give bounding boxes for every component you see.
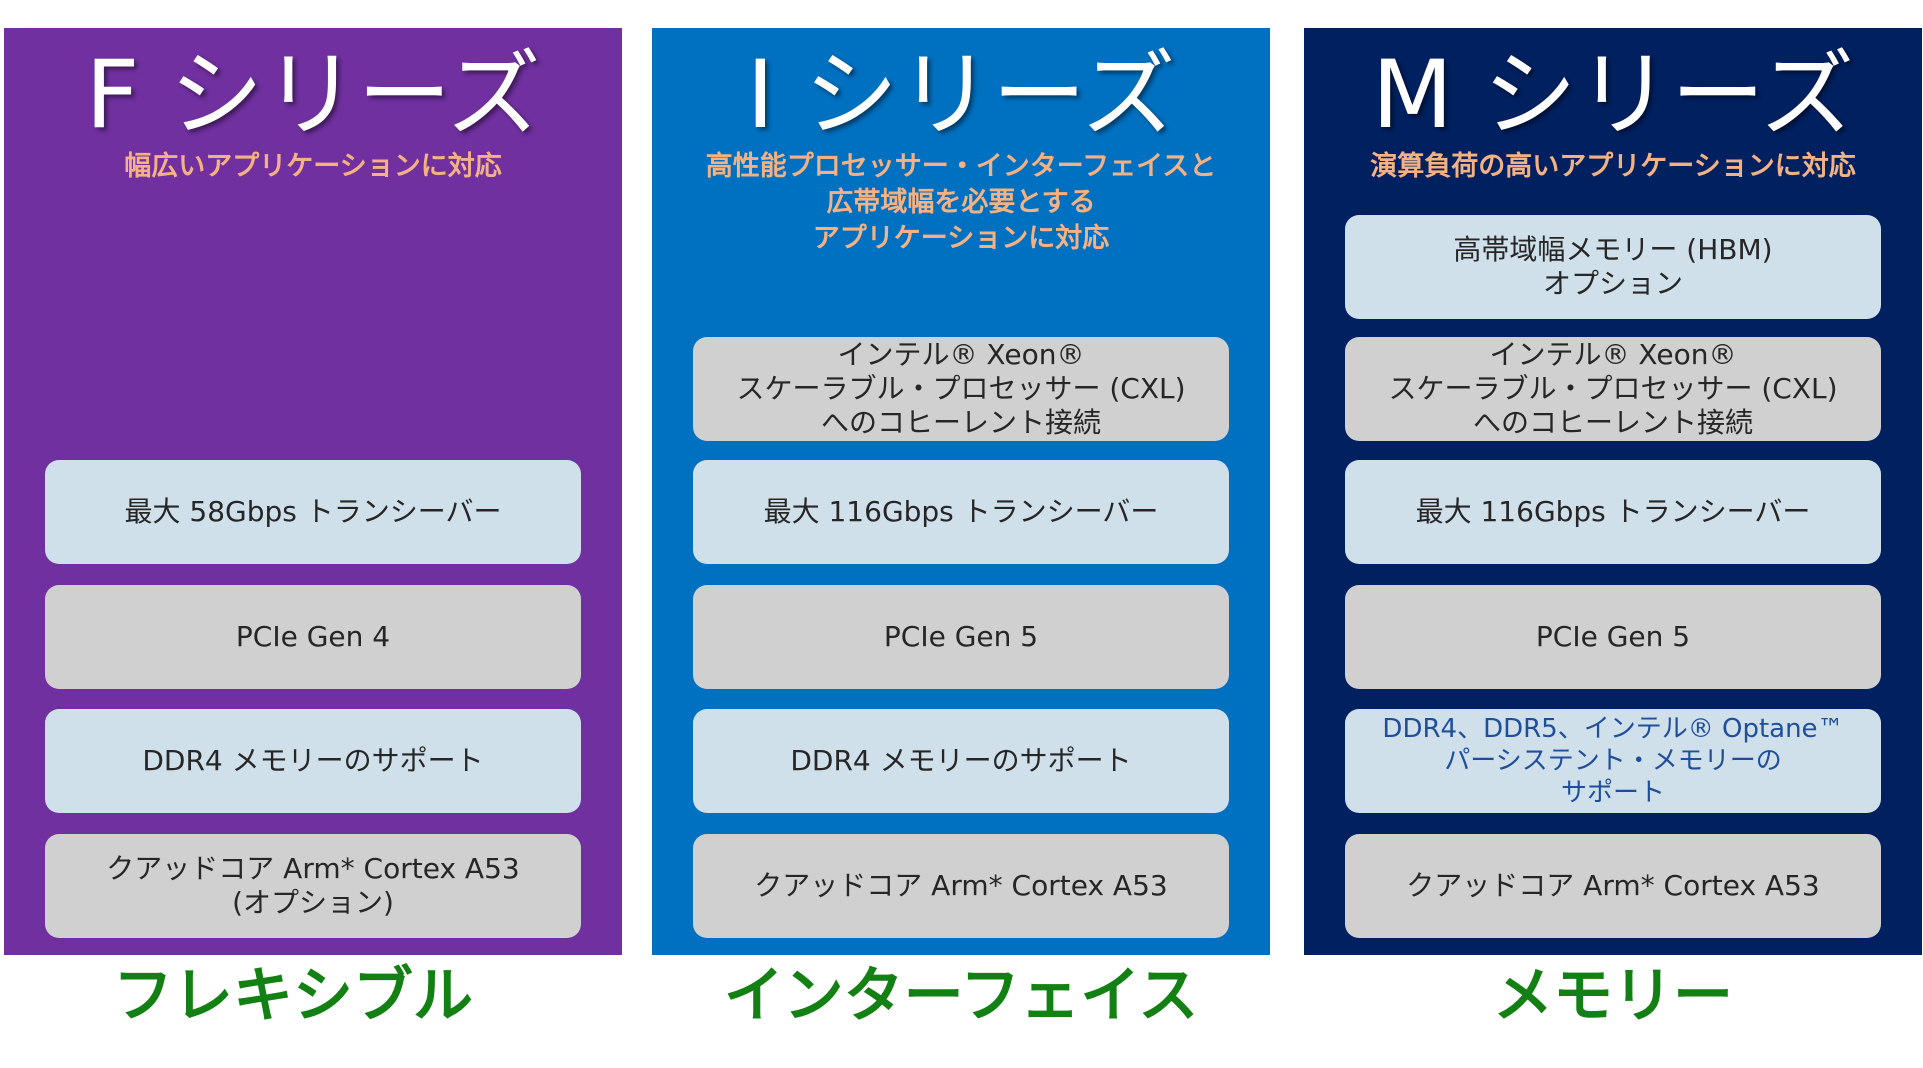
i-series-label: インターフェイス xyxy=(723,961,1199,1031)
f-series-label: フレキシブル xyxy=(113,961,473,1031)
f-series-subtitle: 幅広いアプリケーションに対応 xyxy=(124,151,502,182)
i-transceiver-feature: 最大 116Gbps トランシーバー xyxy=(693,460,1229,564)
m-series-subtitle: 演算負荷の高いアプリケーションに対応 xyxy=(1370,151,1856,182)
i-series-title: I シリーズ xyxy=(746,41,1176,150)
f-transceiver-feature: 最大 58Gbps トランシーバー xyxy=(45,460,581,564)
f-arm-core-feature: クアッドコア Arm* Cortex A53 (オプション) xyxy=(45,834,581,938)
m-series-title: M シリーズ xyxy=(1371,41,1855,150)
i-series-column: I シリーズ 高性能プロセッサー・インターフェイスと 広帯域幅を必要とする アプ… xyxy=(652,28,1270,955)
i-cxl-feature: インテル® Xeon® スケーラブル・プロセッサー (CXL) へのコヒーレント… xyxy=(693,337,1229,441)
m-hbm-feature: 高帯域幅メモリー (HBM) オプション xyxy=(1345,215,1881,319)
i-arm-core-feature: クアッドコア Arm* Cortex A53 xyxy=(693,834,1229,938)
i-series-subtitle: 高性能プロセッサー・インターフェイスと 広帯域幅を必要とする アプリケーションに… xyxy=(705,151,1217,254)
f-pcie-feature: PCIe Gen 4 xyxy=(45,585,581,689)
f-series-title: F シリーズ xyxy=(85,41,541,150)
m-series-column: M シリーズ 演算負荷の高いアプリケーションに対応 高帯域幅メモリー (HBM)… xyxy=(1304,28,1922,955)
m-arm-core-feature: クアッドコア Arm* Cortex A53 xyxy=(1345,834,1881,938)
i-memory-feature: DDR4 メモリーのサポート xyxy=(693,709,1229,813)
m-cxl-feature: インテル® Xeon® スケーラブル・プロセッサー (CXL) へのコヒーレント… xyxy=(1345,337,1881,441)
m-pcie-feature: PCIe Gen 5 xyxy=(1345,585,1881,689)
m-series-label: メモリー xyxy=(1493,961,1733,1031)
i-pcie-feature: PCIe Gen 5 xyxy=(693,585,1229,689)
m-memory-feature: DDR4、DDR5、インテル® Optane™ パーシステント・メモリーの サポ… xyxy=(1345,709,1881,813)
f-series-column: F シリーズ 幅広いアプリケーションに対応 最大 58Gbps トランシーバー … xyxy=(4,28,622,955)
m-transceiver-feature: 最大 116Gbps トランシーバー xyxy=(1345,460,1881,564)
f-memory-feature: DDR4 メモリーのサポート xyxy=(45,709,581,813)
